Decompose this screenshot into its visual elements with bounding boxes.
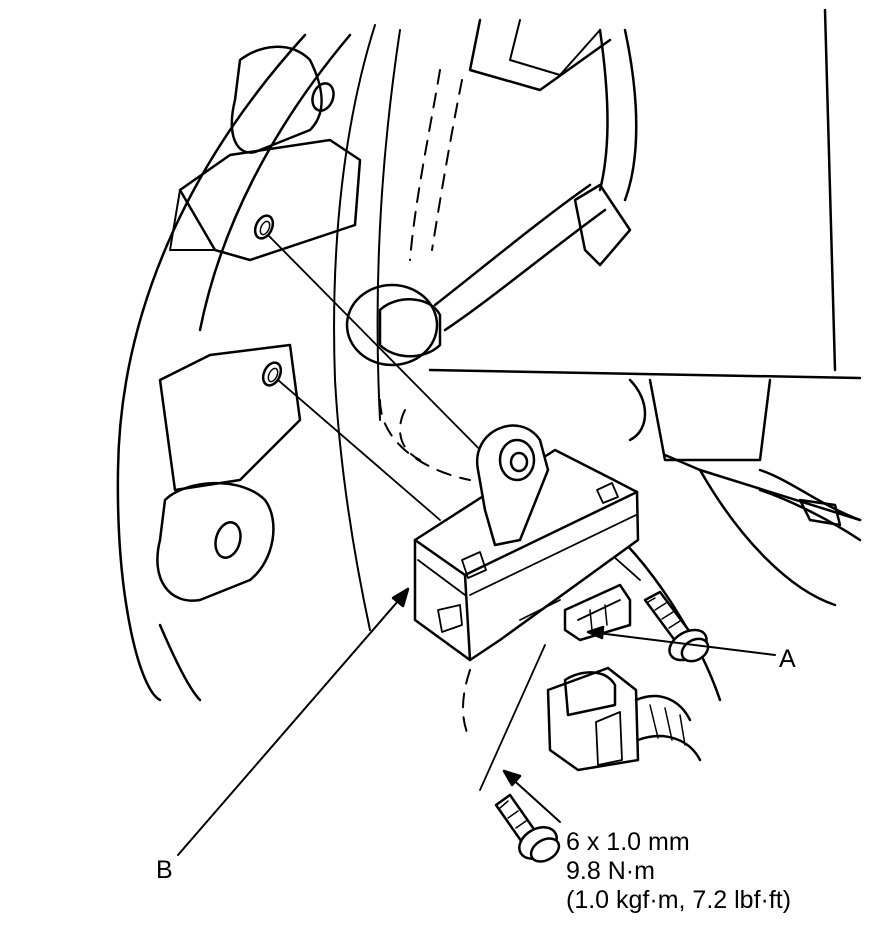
mounting-hole-lower <box>261 361 283 387</box>
mounting-ear <box>475 424 550 547</box>
unit-connector-socket <box>563 583 632 642</box>
control-unit <box>413 448 640 662</box>
bolt-torque-alt: (1.0 kgf·m, 7.2 lbf·ft) <box>566 886 792 914</box>
harness-connector <box>546 666 702 772</box>
callout-a: A <box>779 645 796 673</box>
bolt-upper <box>643 590 710 663</box>
bolt-lower <box>494 793 561 863</box>
mounting-bracket <box>156 45 362 602</box>
alignment-line-upper <box>267 234 501 471</box>
bolt-torque-nm: 9.8 N·m <box>566 857 655 885</box>
hidden-lines <box>379 69 471 736</box>
bolt-spec: 6 x 1.0 mm 9.8 N·m (1.0 kgf·m, 7.2 lbf·f… <box>566 828 791 915</box>
wire-harness-upper <box>433 18 638 332</box>
leader-a <box>586 625 776 656</box>
mounting-hole-upper <box>253 214 275 240</box>
bolt-size: 6 x 1.0 mm <box>566 828 690 856</box>
bolt-install-arrow <box>502 769 561 823</box>
body-panel-outline <box>116 24 401 702</box>
leader-b <box>177 587 410 856</box>
rear-component <box>428 8 862 702</box>
callout-b: B <box>156 856 173 884</box>
grommet <box>345 283 442 367</box>
bolt-lower-guide <box>479 644 546 791</box>
alignment-line-lower <box>277 379 441 521</box>
